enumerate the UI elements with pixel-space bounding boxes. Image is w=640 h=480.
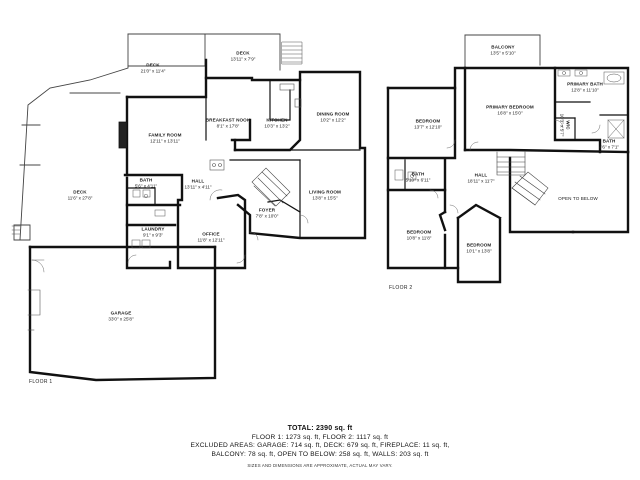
room-label-foyer: FOYER 7'8" x 10'0" xyxy=(256,207,279,218)
room-label-open-to-below: OPEN TO BELOW xyxy=(558,196,598,202)
area-summary: TOTAL: 2390 sq. ft FLOOR 1: 1273 sq. ft,… xyxy=(0,425,640,468)
room-dimensions: 5'6" x 4'11" xyxy=(134,183,158,188)
room-name: BEDROOM xyxy=(406,229,432,235)
room-dimensions: 18'11" x 11'7" xyxy=(467,178,495,183)
room-label-kitchen: KITCHEN 10'3" x 13'2" xyxy=(264,117,289,128)
floor-areas: FLOOR 1: 1273 sq. ft, FLOOR 2: 1117 sq. … xyxy=(251,433,389,441)
room-dimensions: 10'3" x 5'7" xyxy=(560,113,565,137)
room-name: PRIMARY BEDROOM xyxy=(486,104,534,110)
room-name: W/C xyxy=(565,120,571,130)
room-dimensions: 13'7" x 12'10" xyxy=(414,124,442,129)
room-label-bedroom-c: BEDROOM 10'1" x 13'8" xyxy=(466,242,491,253)
room-label-deck-left: DECK 11'6" x 27'8" xyxy=(68,189,93,200)
room-name: DECK xyxy=(146,62,160,68)
room-name: KITCHEN xyxy=(266,117,288,123)
room-dimensions: 12'11" x 13'11" xyxy=(150,138,180,143)
room-dimensions: 13'5" x 5'10" xyxy=(490,50,516,55)
room-dimensions: 5'10" x 6'11" xyxy=(405,177,431,182)
room-name: BATH xyxy=(411,171,425,177)
room-dimensions: 7'8" x 10'0" xyxy=(255,213,279,218)
room-label-bedroom-b: BEDROOM 10'8" x 11'8" xyxy=(407,229,432,240)
room-name: OPEN TO BELOW xyxy=(558,196,598,202)
room-name: HALL xyxy=(191,178,205,184)
room-label-garage: GARAGE 33'0" x 25'8" xyxy=(108,310,133,321)
room-dimensions: 13'11" x 4'11" xyxy=(184,184,212,189)
room-label-bath-primary-small: BATH 4'6" x 7'1" xyxy=(599,138,619,149)
room-dimensions: 10'1" x 13'8" xyxy=(466,248,492,253)
room-label-breakfast-nook: BREAKFAST NOOK 8'1" x 17'8" xyxy=(206,117,251,128)
room-label-laundry: LAUNDRY 9'1" x 9'3" xyxy=(142,226,165,237)
floor2-walls xyxy=(386,34,630,284)
room-name: HALL xyxy=(474,172,488,178)
room-label-bath: BATH 5'6" x 4'11" xyxy=(135,177,157,188)
room-label-balcony: BALCONY 13'5" x 5'10" xyxy=(490,44,515,55)
room-name: FOYER xyxy=(258,207,276,213)
room-name: FAMILY ROOM xyxy=(148,132,182,138)
excluded-areas-continued: BALCONY: 78 sq. ft, OPEN TO BELOW: 258 s… xyxy=(211,450,429,458)
room-label-wic: W/C 10'3" x 5'7" xyxy=(559,113,571,137)
room-dimensions: 13'11" x 7'9" xyxy=(230,56,256,61)
room-label-deck-top-left: DECK 21'0" x 11'4" xyxy=(141,62,166,73)
room-dimensions: 4'6" x 7'1" xyxy=(598,144,620,149)
excluded-areas: EXCLUDED AREAS: GARAGE: 714 sq. ft, DECK… xyxy=(190,442,450,450)
room-dimensions: 9'1" x 9'3" xyxy=(142,232,164,237)
disclaimer: SIZES AND DIMENSIONS ARE APPROXIMATE, AC… xyxy=(247,463,393,469)
room-dimensions: 10'2" x 12'2" xyxy=(320,117,346,122)
room-dimensions: 8'1" x 17'8" xyxy=(216,123,240,128)
room-name: DECK xyxy=(236,50,250,56)
floor2-label: FLOOR 2 xyxy=(389,285,413,291)
room-dimensions: 16'8" x 15'0" xyxy=(497,110,523,115)
room-label-primary-bath: PRIMARY BATH 12'8" x 11'10" xyxy=(567,81,603,92)
room-label-living-room: LIVING ROOM 13'8" x 15'5" xyxy=(309,189,341,200)
room-dimensions: 10'3" x 13'2" xyxy=(264,123,290,128)
room-name: LAUNDRY xyxy=(141,226,165,232)
room-label-bedroom-a: BEDROOM 13'7" x 12'10" xyxy=(414,118,442,129)
room-dimensions: 13'8" x 15'5" xyxy=(312,195,338,200)
room-name: LIVING ROOM xyxy=(309,189,341,195)
room-label-hall: HALL 13'11" x 4'11" xyxy=(184,178,211,189)
room-label-family-room: FAMILY ROOM 12'11" x 13'11" xyxy=(148,132,181,143)
room-dimensions: 12'8" x 11'10" xyxy=(571,87,599,92)
floor1-walls xyxy=(11,33,367,382)
room-name: PRIMARY BATH xyxy=(567,81,603,87)
room-label-primary-bedroom: PRIMARY BEDROOM 16'8" x 15'0" xyxy=(486,104,534,115)
room-name: BEDROOM xyxy=(415,118,441,124)
total-area: TOTAL: 2390 sq. ft xyxy=(287,425,353,432)
room-name: BATH xyxy=(602,138,616,144)
room-label-dining-room: DINING ROOM 10'2" x 12'2" xyxy=(317,111,350,122)
room-name: BREAKFAST NOOK xyxy=(205,117,251,123)
room-name: BATH xyxy=(139,177,153,183)
room-dimensions: 33'0" x 25'8" xyxy=(108,316,134,321)
room-label-deck-top: DECK 13'11" x 7'9" xyxy=(231,50,256,61)
room-label-bath: BATH 5'10" x 6'11" xyxy=(406,171,431,182)
floor1-label: FLOOR 1 xyxy=(29,379,53,385)
room-name: BALCONY xyxy=(491,44,515,50)
room-dimensions: 10'8" x 11'8" xyxy=(406,235,432,240)
room-label-office: OFFICE 11'8" x 12'11" xyxy=(197,231,224,242)
room-dimensions: 11'8" x 12'11" xyxy=(197,237,225,242)
room-dimensions: 11'6" x 27'8" xyxy=(67,195,93,200)
room-name: GARAGE xyxy=(110,310,132,316)
room-label-hall: HALL 18'11" x 11'7" xyxy=(467,172,494,183)
room-dimensions: 21'0" x 11'4" xyxy=(140,68,166,73)
room-name: OFFICE xyxy=(202,231,220,237)
room-name: BEDROOM xyxy=(466,242,492,248)
room-name: DECK xyxy=(73,189,87,195)
room-name: DINING ROOM xyxy=(316,111,350,117)
